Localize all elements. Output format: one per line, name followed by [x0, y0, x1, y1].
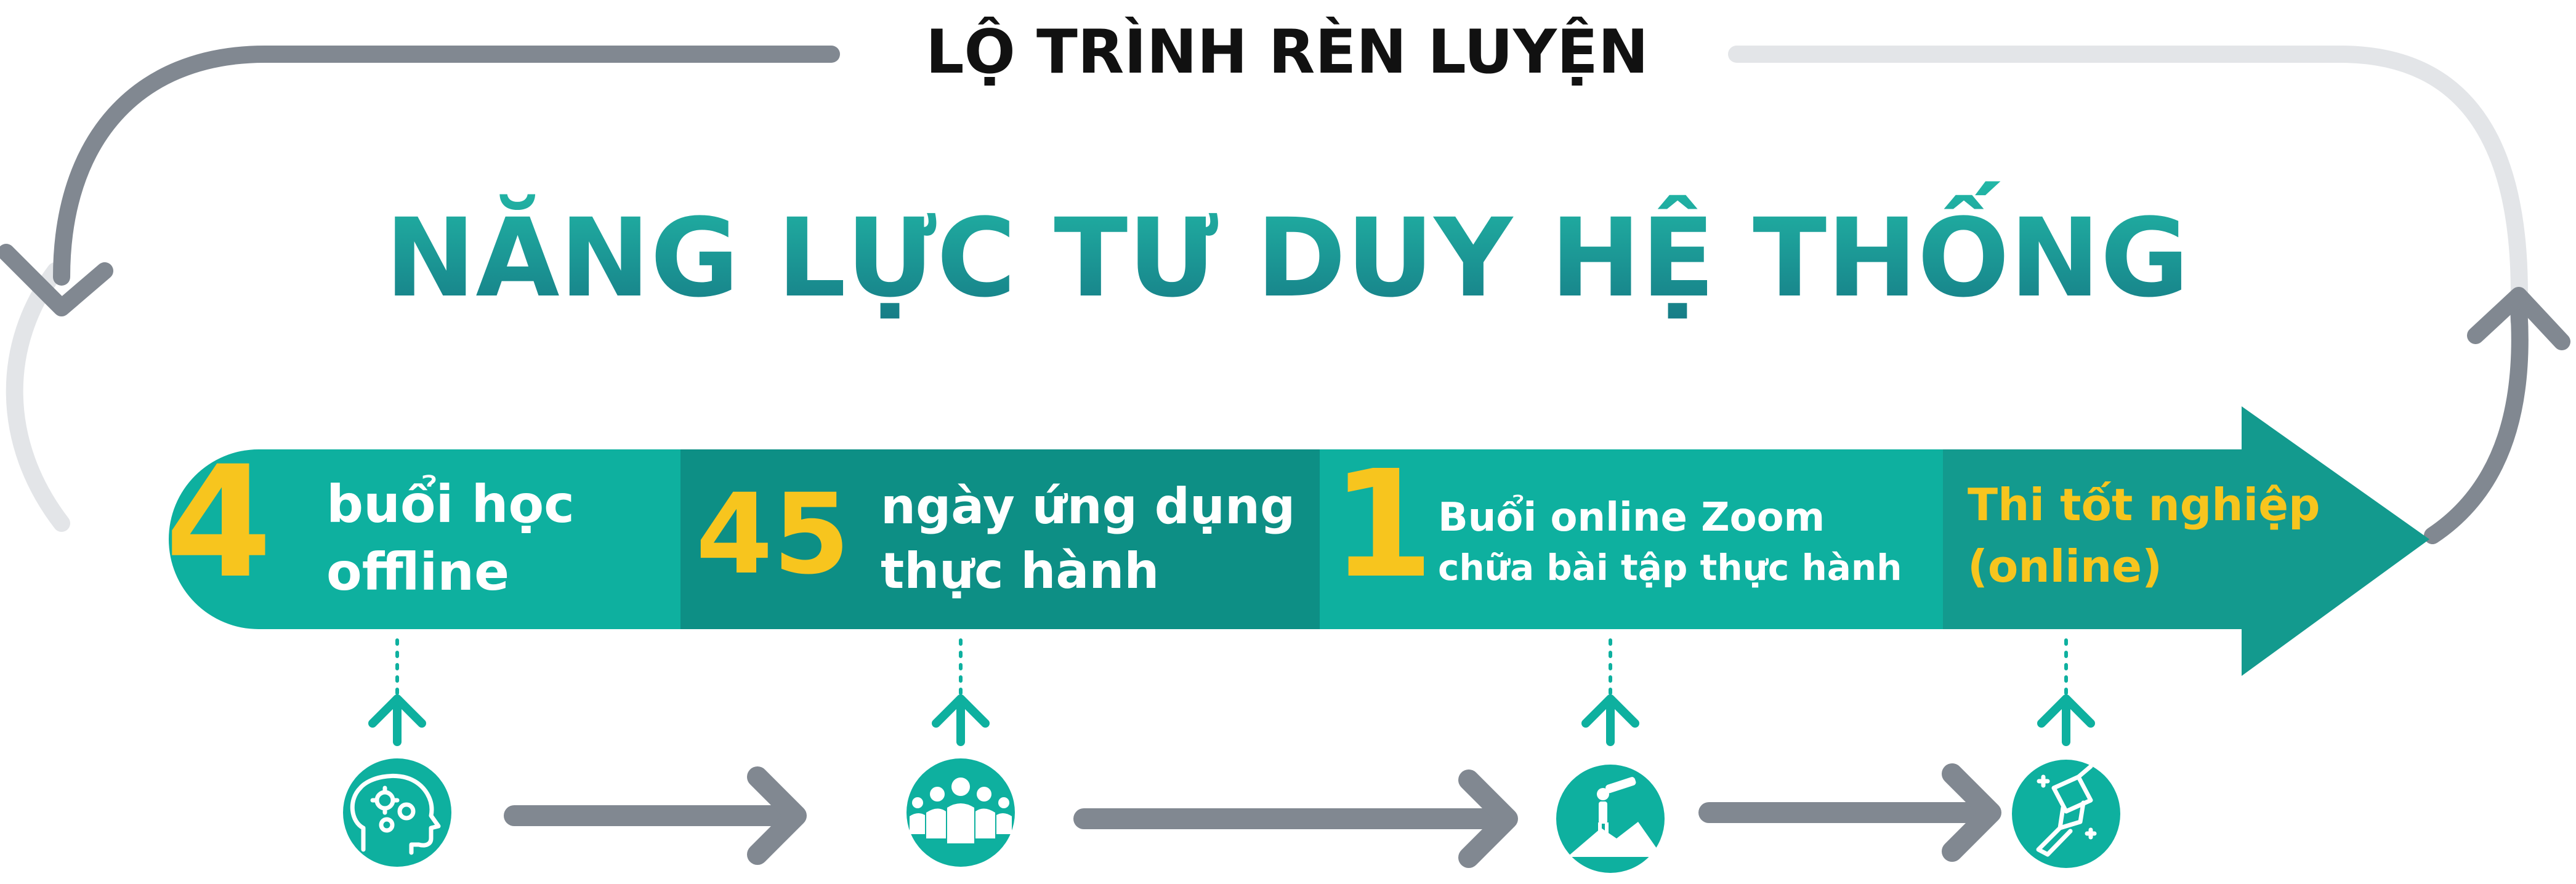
stage-2-icon: [906, 758, 1015, 867]
connector-1: [368, 638, 426, 746]
progress-arrows: [504, 763, 2001, 868]
stage-1-line2: offline: [326, 542, 509, 602]
connector-2: [932, 638, 990, 746]
loop-cycle: [0, 46, 2570, 544]
up-arrow-icon: [368, 694, 426, 728]
connector-4: [2037, 638, 2095, 746]
up-arrow-icon: [1581, 694, 1639, 728]
stage-4-line2: (online): [1968, 540, 2162, 592]
loop-right-dark-path: [2424, 299, 2529, 544]
stage-3-line1: Buổi online Zoom: [1438, 494, 1825, 540]
loop-top-right-light-path: [1728, 46, 2528, 329]
stage-4-arrow-segment: [1943, 406, 2429, 676]
loop-left-arrowhead-icon: [0, 244, 113, 316]
stage-2-number: 45: [696, 470, 850, 599]
loop-left-light-path: [6, 262, 70, 532]
up-arrow-icon: [2037, 694, 2095, 728]
stage-1-line1: buổi học: [326, 474, 575, 534]
group-people-icon: [910, 778, 1012, 843]
stage-1-number: 4: [165, 433, 272, 612]
stage-1-segment: [169, 449, 680, 629]
stage-3-segment: [1320, 449, 1943, 629]
stage-2-line1: ngày ứng dụng: [881, 478, 1295, 535]
up-arrow-icon: [932, 694, 990, 728]
stage-3-icon: [1556, 765, 1665, 873]
progress-arrow-3: [1698, 763, 2001, 862]
stage-2-line2: thực hành: [881, 542, 1159, 600]
stages-banner: [169, 406, 2429, 676]
progress-arrow-1: [504, 766, 807, 865]
connector-3: [1581, 638, 1639, 746]
brain-gears-icon: [350, 773, 441, 855]
roadmap-label: LỘ TRÌNH RÈN LUYỆN: [926, 17, 1649, 87]
stage-4-icon: [2012, 760, 2120, 868]
graduation-hat-icon: [2036, 764, 2097, 857]
stage-connectors: [368, 638, 2095, 746]
stage-1-icon: [343, 758, 451, 867]
telescope-mountain-icon: [1567, 777, 1663, 857]
arrow-right-icon: [1942, 763, 2001, 862]
arrow-right-icon: [1458, 769, 1518, 868]
stage-3-number: 1: [1331, 438, 1434, 611]
arrow-right-icon: [747, 766, 807, 865]
stage-2-segment: [680, 449, 1320, 629]
loop-top-left-dark-path: [53, 46, 840, 286]
page-title: NĂNG LỰC TƯ DUY HỆ THỐNG: [385, 180, 2189, 321]
stage-4-line1: Thi tốt nghiệp: [1968, 479, 2320, 531]
progress-arrow-2: [1073, 769, 1518, 868]
loop-right-arrowhead-icon: [2467, 287, 2570, 350]
stage-3-line2: chữa bài tập thực hành: [1438, 547, 1902, 589]
